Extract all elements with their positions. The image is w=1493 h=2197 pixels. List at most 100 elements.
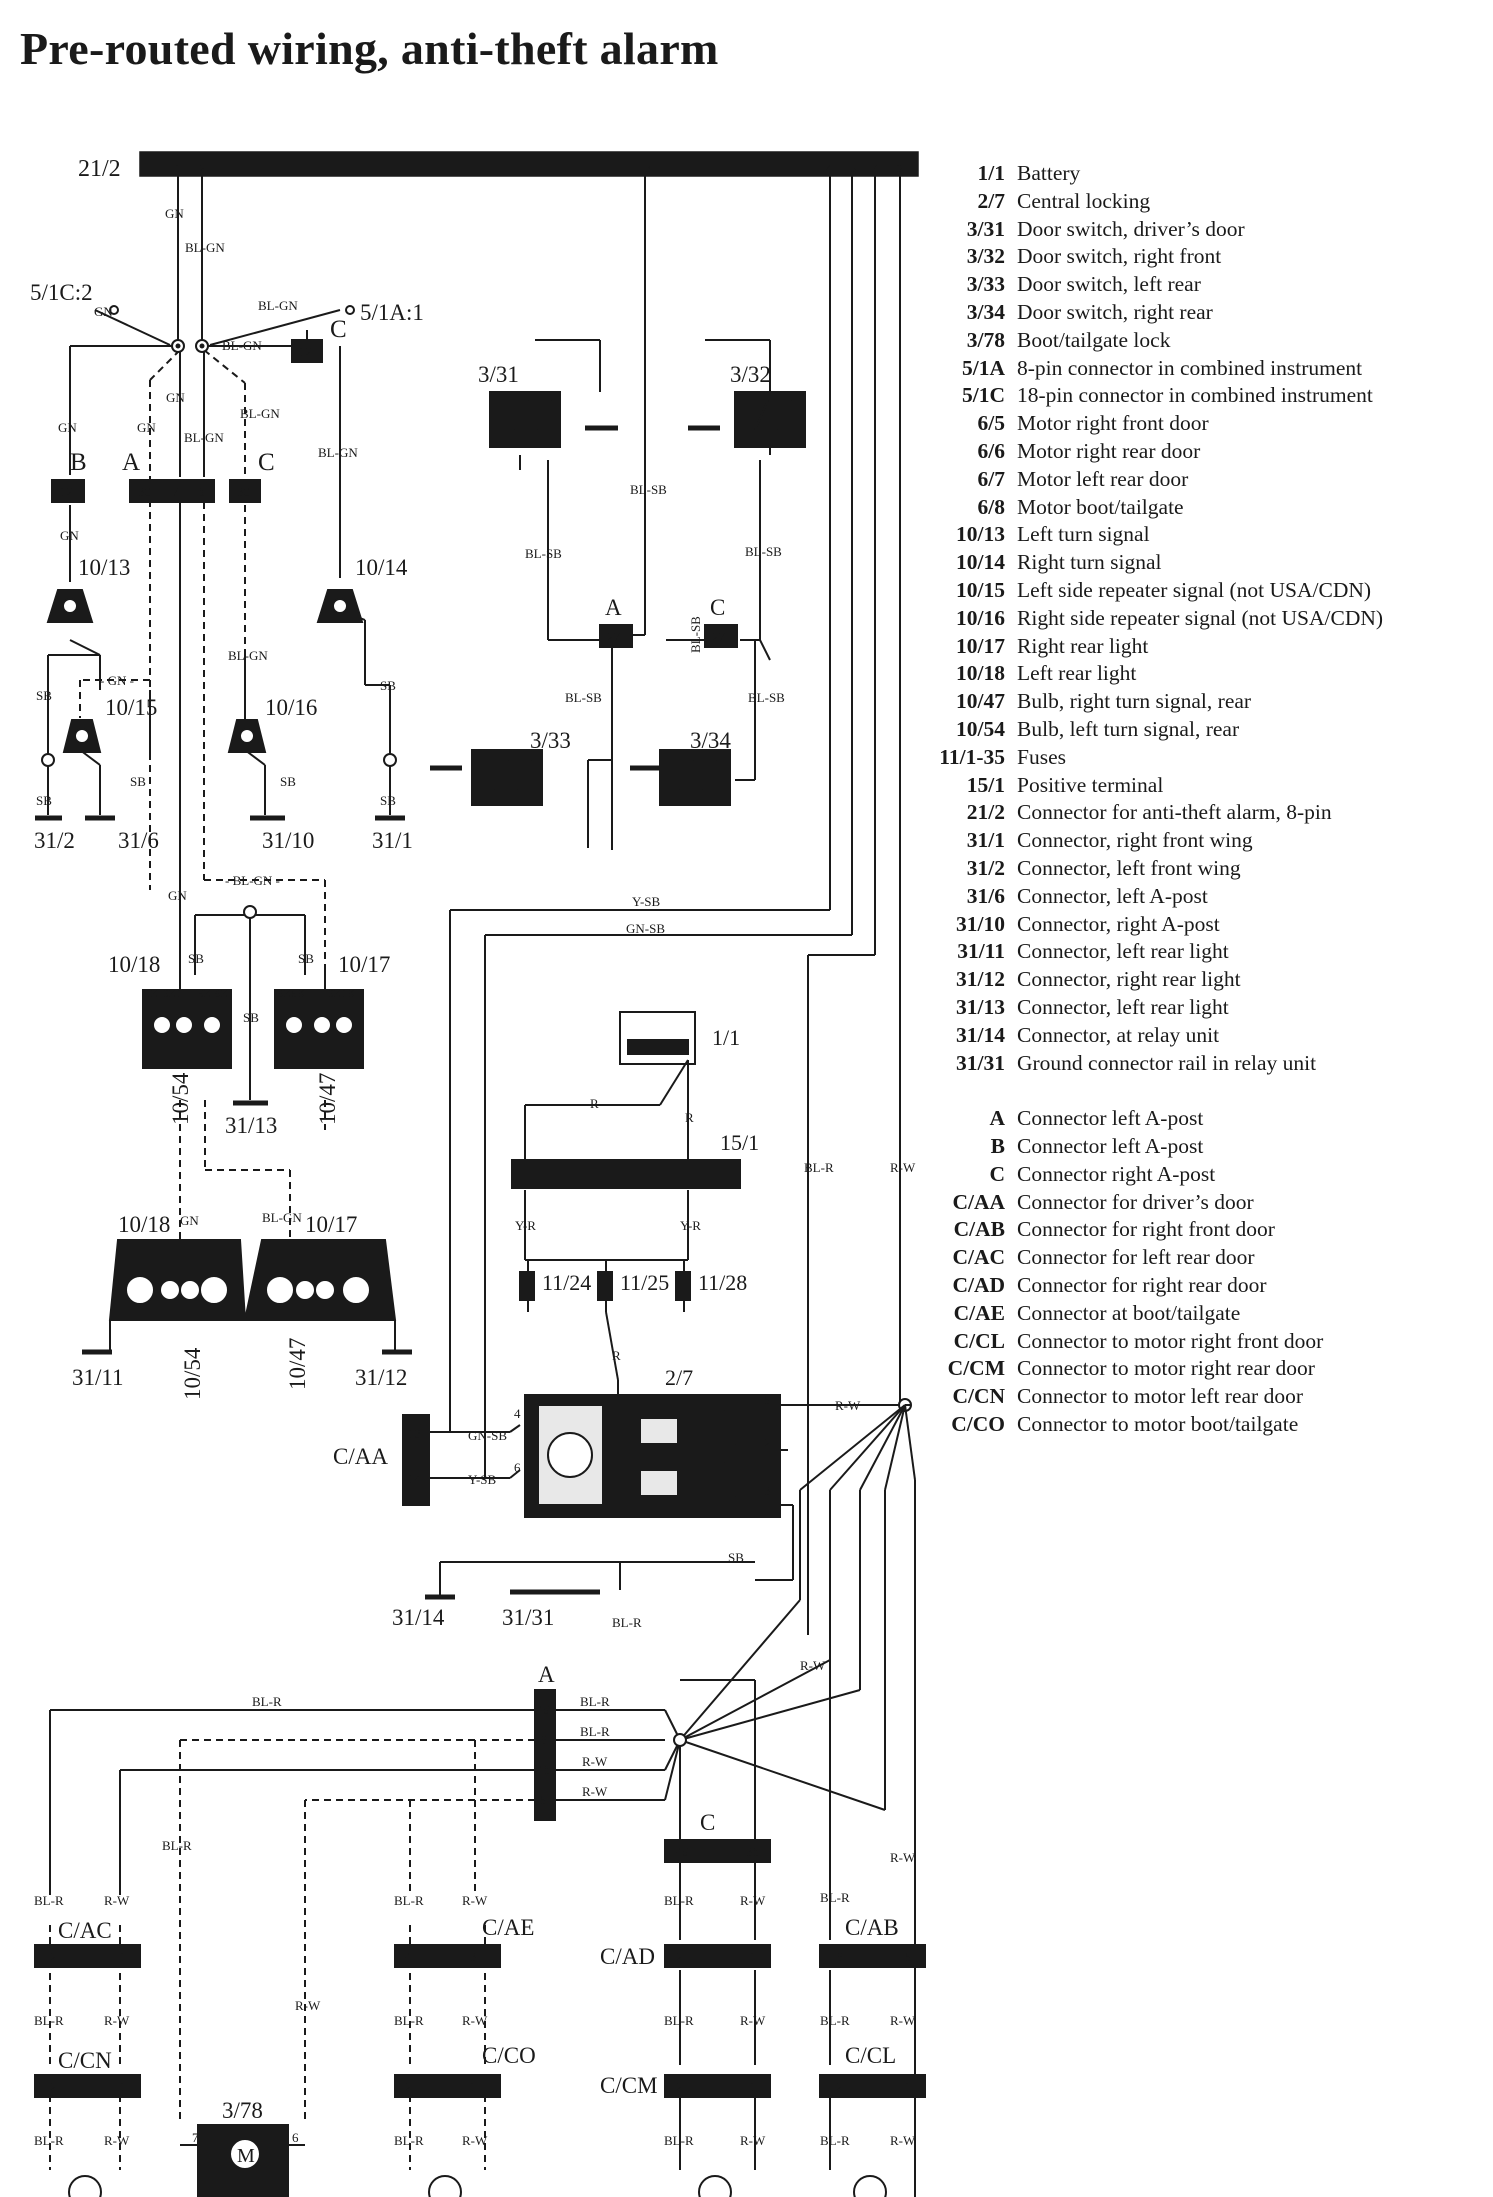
legend-code: 31/14 bbox=[956, 1022, 1005, 1047]
wire-color-label: R-W bbox=[890, 2133, 916, 2148]
connector-label-c-aa: C/AA bbox=[333, 1444, 388, 1469]
pin-number: 1 bbox=[905, 2079, 912, 2094]
fuse-label-11-24: 11/24 bbox=[542, 1270, 591, 1295]
wire-color-label: BL-R bbox=[804, 1160, 834, 1175]
connector-c-27 bbox=[704, 624, 738, 648]
legend-code: 10/13 bbox=[956, 522, 1005, 547]
legend-code: 15/1 bbox=[966, 772, 1005, 797]
pin-number: 6 bbox=[292, 2130, 299, 2145]
lamp-10-15 bbox=[62, 719, 102, 753]
wire-color-label: R-W bbox=[740, 1893, 766, 1908]
legend-description: Connector, left rear light bbox=[1017, 939, 1229, 964]
legend-code: 10/14 bbox=[956, 550, 1005, 575]
wire-color-label: R-W bbox=[104, 2013, 130, 2028]
legend-code: 31/1 bbox=[966, 828, 1005, 853]
pin-number: 2 bbox=[676, 2079, 683, 2094]
legend-description: 8-pin connector in combined instrument bbox=[1017, 355, 1363, 380]
wire-color-label: BL-SB bbox=[525, 546, 562, 561]
splice-point bbox=[41, 753, 55, 767]
wire-color-label: BL-GN bbox=[185, 240, 225, 255]
legend-description: Motor boot/tailgate bbox=[1017, 494, 1184, 519]
connector-a-label: A bbox=[122, 449, 140, 476]
legend-description: Connector for right front door bbox=[1017, 1217, 1275, 1242]
bulb-icon bbox=[314, 1279, 336, 1301]
battery-1-1 bbox=[619, 1011, 696, 1065]
connector-a-label: A bbox=[605, 595, 622, 620]
legend-code: C/CO bbox=[951, 1412, 1005, 1437]
central-locking-2-7 bbox=[524, 1394, 781, 1518]
ground-label-31-13: 31/13 bbox=[225, 1113, 277, 1138]
legend-description: Door switch, right front bbox=[1017, 244, 1222, 269]
legend-code: C/CL bbox=[953, 1328, 1005, 1353]
wire-color-label: R-W bbox=[800, 1658, 826, 1673]
wire-color-label: SB bbox=[380, 793, 396, 808]
connector-c-cn bbox=[34, 2074, 141, 2098]
pin-number: 2 bbox=[50, 2079, 57, 2094]
legend-code: 6/5 bbox=[977, 411, 1005, 436]
pin-number: 5 bbox=[905, 1949, 912, 1964]
ground-label-31-1: 31/1 bbox=[372, 828, 413, 853]
wire-color-label: BL-GN bbox=[222, 338, 262, 353]
door-switch-3-31 bbox=[489, 391, 561, 448]
turn-signal-wiring bbox=[47, 176, 391, 1000]
rear-light-10-17-lower bbox=[243, 1239, 397, 1321]
pin-number: 2 bbox=[405, 2079, 412, 2094]
pin-number: 38 bbox=[746, 1844, 759, 1859]
positive-terminal-15-1 bbox=[511, 1159, 741, 1189]
component-label-3-78: 3/78 bbox=[222, 2098, 263, 2123]
pin-number: 4 bbox=[405, 1949, 412, 1964]
connector-label-c-ae: C/AE bbox=[482, 1915, 534, 1940]
wire-color-label: R-W bbox=[462, 2133, 488, 2148]
connector-label-c-ad: C/AD bbox=[600, 1944, 655, 1969]
component-label-10-18: 10/18 bbox=[108, 952, 160, 977]
fuse-label-11-25: 11/25 bbox=[620, 1270, 669, 1295]
legend-description: Bulb, right turn signal, rear bbox=[1017, 689, 1252, 714]
wire-color-label: GN bbox=[58, 420, 77, 435]
component-label-3-31: 3/31 bbox=[478, 362, 519, 387]
wire-color-label: BL-SB bbox=[748, 690, 785, 705]
bulb-terminal-label: 1K bbox=[145, 988, 159, 1000]
legend-code: C/AE bbox=[953, 1300, 1005, 1325]
bulb-icon bbox=[174, 1015, 194, 1035]
legend-description: Left rear light bbox=[1017, 661, 1137, 686]
wire-color-label: R-W bbox=[462, 2013, 488, 2028]
bulb-icon bbox=[152, 1015, 172, 1035]
legend-description: Connector left A-post bbox=[1017, 1134, 1204, 1159]
legend-code: 31/13 bbox=[956, 994, 1005, 1019]
wire-color-label: SB bbox=[243, 1010, 259, 1025]
splice-point bbox=[383, 753, 397, 767]
pin-number: 4 bbox=[514, 1406, 521, 1421]
power-wiring bbox=[524, 1059, 689, 1410]
legend-code: 31/31 bbox=[956, 1050, 1005, 1075]
boot-lock-3-78 bbox=[180, 2124, 305, 2197]
legend-description: Connector, left front wing bbox=[1017, 855, 1241, 880]
bulb-icon bbox=[265, 1275, 295, 1305]
legend-description: Connector for right rear door bbox=[1017, 1273, 1267, 1298]
legend-code: C/AD bbox=[952, 1273, 1005, 1298]
wire-color-label: BL-R bbox=[820, 2133, 850, 2148]
legend-code: 2/7 bbox=[977, 188, 1005, 213]
wire-color-label: BL-SB bbox=[630, 482, 667, 497]
legend-description: Connector to motor boot/tailgate bbox=[1017, 1412, 1299, 1437]
component-label-3-33: 3/33 bbox=[530, 728, 571, 753]
pin-number: 30 bbox=[138, 484, 151, 499]
ground-label-31-10: 31/10 bbox=[262, 828, 314, 853]
ground-label-31-31: 31/31 bbox=[502, 1605, 554, 1630]
legend-description: Door switch, left rear bbox=[1017, 272, 1201, 297]
wire-color-label: Y-R bbox=[680, 1218, 701, 1233]
legend-row: C/CO Connector to motor boot/tailgate bbox=[905, 1411, 1485, 1439]
legend-code: 31/2 bbox=[966, 855, 1005, 880]
